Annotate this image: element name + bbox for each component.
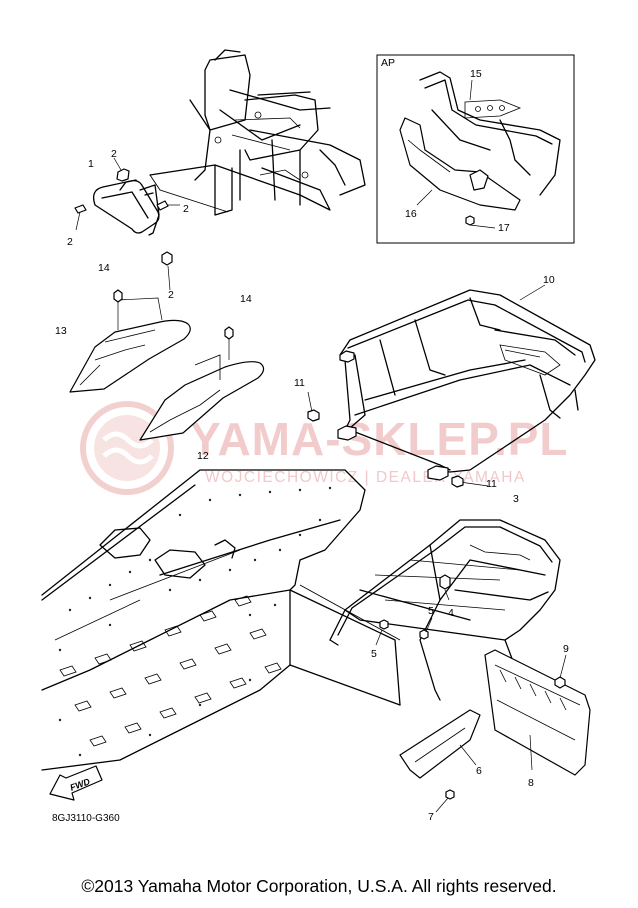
callout-17: 17	[498, 222, 510, 234]
callout-14: 14	[98, 262, 110, 274]
part-3-rack	[329, 519, 561, 701]
callout-15: 15	[470, 68, 482, 80]
callout-12: 12	[197, 450, 209, 462]
part-1-bracket	[92, 179, 160, 236]
copyright-text: ©2013 Yamaha Motor Corporation, U.S.A. A…	[81, 876, 557, 896]
watermark-title: YAMA-SKLEP.PL	[190, 413, 569, 465]
callout-1: 1	[88, 158, 94, 170]
callout-16: 16	[405, 208, 417, 220]
callout-11: 11	[486, 478, 497, 490]
callout-5: 5	[371, 648, 377, 660]
callout-8: 8	[528, 777, 534, 789]
part-6-flap	[399, 709, 481, 813]
callouts: 1 2 2 2 2 3 4 5 5 6 7 8 9 10 11 11 12 13…	[52, 57, 569, 824]
callout-14: 14	[240, 293, 252, 305]
upper-frame	[149, 49, 366, 216]
watermark-subtitle: WOJCIECHOWICZ | DEALER YAMAHA	[205, 469, 526, 486]
callout-6: 6	[476, 765, 482, 777]
callout-11: 11	[294, 377, 305, 389]
rivet-dots	[58, 486, 332, 757]
rear-body	[41, 469, 401, 771]
callout-9: 9	[563, 643, 569, 655]
bolts-2	[74, 157, 180, 291]
fwd-arrow-icon: FWD	[49, 765, 103, 801]
callout-2: 2	[67, 236, 73, 248]
callout-10: 10	[543, 274, 555, 286]
inset-label: AP	[381, 57, 395, 69]
callout-2: 2	[111, 148, 117, 160]
part-13-cover	[69, 289, 191, 393]
slot-pattern	[59, 595, 282, 747]
callout-2: 2	[168, 289, 174, 301]
callout-4: 4	[448, 607, 454, 619]
part-10-rack	[307, 284, 596, 488]
callout-13: 13	[55, 325, 67, 337]
diagram-code: 8GJ3110-G360	[52, 813, 120, 824]
callout-2: 2	[183, 203, 189, 215]
part-8-flap	[484, 649, 591, 776]
callout-5: 5	[428, 605, 434, 617]
part-12-cover	[139, 326, 265, 441]
callout-3: 3	[513, 493, 519, 505]
watermark-logo	[80, 401, 174, 495]
inset-ap	[376, 54, 575, 244]
callout-7: 7	[428, 811, 434, 823]
